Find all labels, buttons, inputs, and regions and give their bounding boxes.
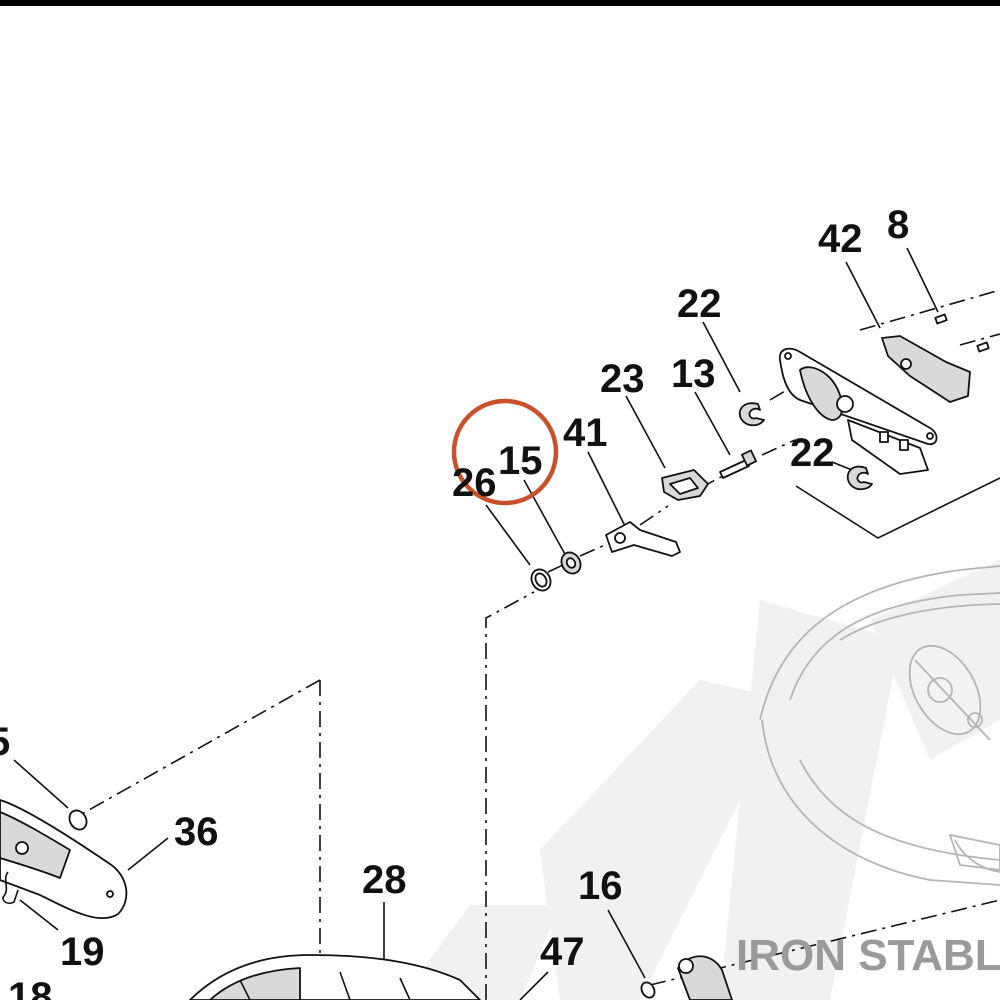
part-5-ring (68, 809, 88, 831)
part-15-bushing (560, 551, 582, 575)
part-19-spring (2, 871, 19, 905)
callout-13: 13 (671, 352, 716, 396)
part-16-latch-cover (677, 955, 733, 1000)
part-28-lid (189, 954, 481, 1000)
callout-42: 42 (818, 217, 863, 261)
callout-26: 26 (452, 461, 497, 505)
callout-41: 41 (563, 411, 608, 455)
callout-23: 23 (600, 357, 645, 401)
part-13-screw (719, 449, 757, 479)
callout-5: 5 (0, 720, 10, 764)
callout-28: 28 (362, 858, 407, 902)
part-22-clip-upper (738, 402, 765, 427)
top-border-bar (0, 0, 1000, 6)
callout-16: 16 (578, 864, 623, 908)
parts (0, 313, 990, 1000)
part-23-catch (661, 469, 709, 501)
part-latch-housing (778, 347, 938, 475)
callout-47: 47 (540, 930, 585, 974)
part-8-screw (934, 313, 948, 325)
ghost-saddlebag-assembly (759, 565, 1000, 886)
callout-18: 18 (8, 975, 53, 1000)
part-42-bracket (881, 335, 971, 403)
part-36-hinge-plate (0, 799, 128, 919)
part-41-latch-lever (605, 521, 681, 557)
highlight-circle (451, 398, 559, 506)
part-22-clip-lower (846, 465, 873, 491)
callout-19: 19 (60, 930, 105, 974)
callout-15: 15 (498, 439, 543, 483)
callout-22-upper: 22 (677, 282, 722, 326)
part-8-screw-2 (976, 341, 990, 353)
watermark-text: IRON STABLE (736, 931, 1000, 980)
callout-22-lower: 22 (790, 431, 835, 475)
leader-lines (13, 247, 1000, 1000)
callout-36: 36 (174, 810, 219, 854)
assembly-lines (79, 289, 1000, 1000)
callout-labels: 42 8 22 23 13 41 15 26 22 5 36 28 16 19 … (0, 203, 909, 1000)
callout-8: 8 (887, 203, 909, 247)
part-16-ring (640, 981, 656, 999)
